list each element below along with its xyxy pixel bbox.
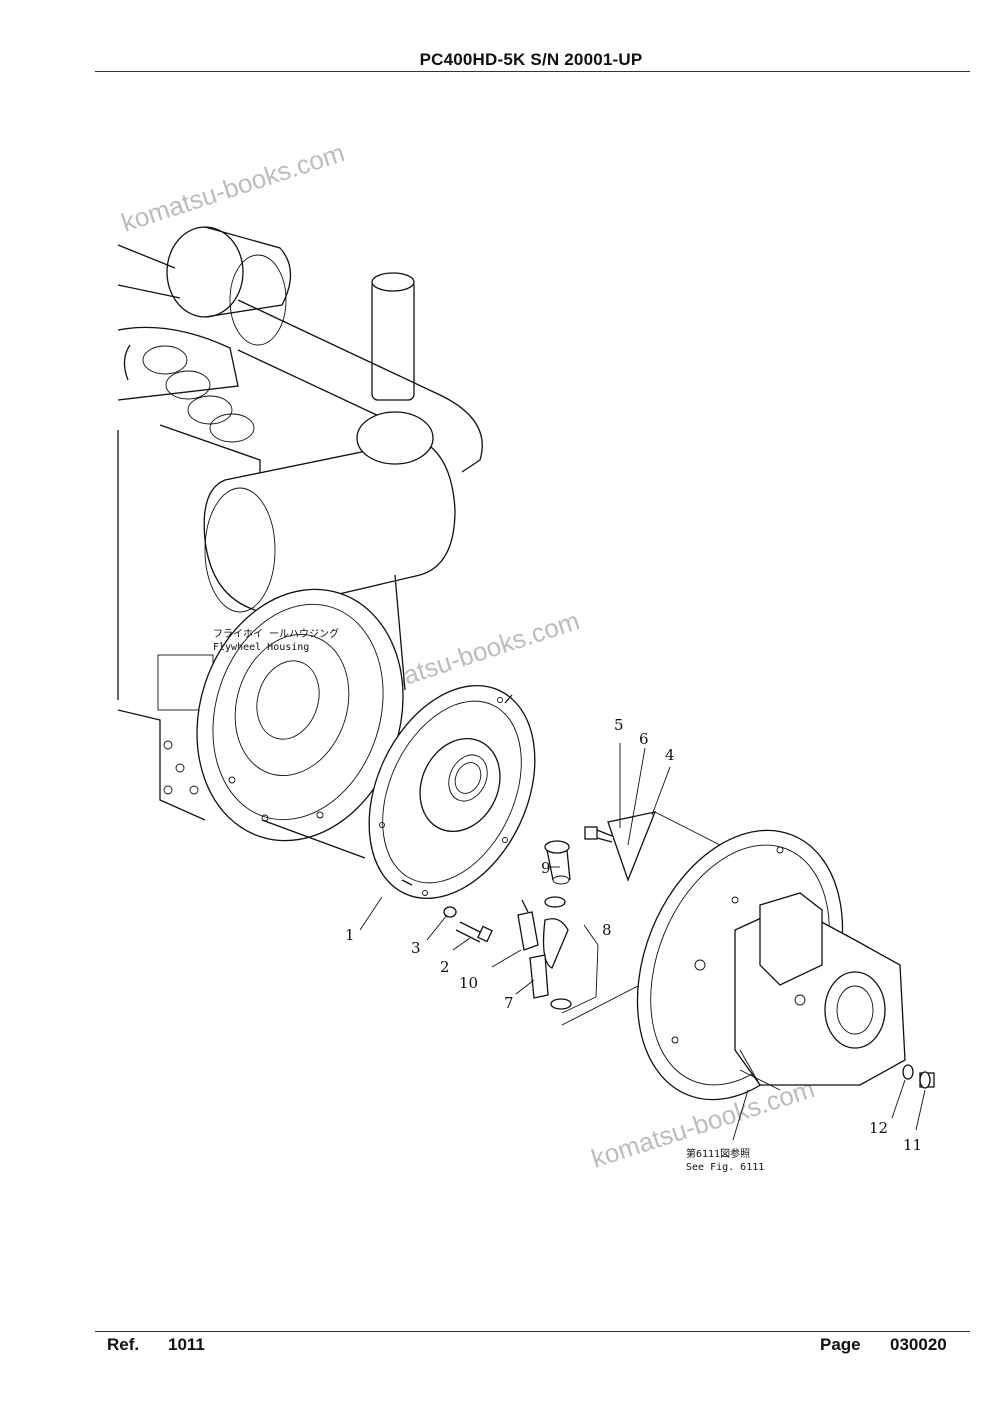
ref-label: Ref. bbox=[107, 1335, 140, 1354]
page-label: Page bbox=[820, 1335, 861, 1354]
watermark-top: komatsu-books.com bbox=[118, 137, 349, 237]
page-number: 030020 bbox=[890, 1335, 947, 1354]
bolt-5 bbox=[584, 826, 613, 843]
pipe-7 bbox=[529, 954, 549, 999]
callout-8: 8 bbox=[602, 921, 612, 939]
connector-10 bbox=[517, 899, 539, 951]
washer-3 bbox=[443, 906, 457, 918]
damper-disc bbox=[368, 685, 536, 899]
joint-bolt-9 bbox=[544, 840, 571, 885]
flywheel-housing-label: Flywheel Housing bbox=[213, 642, 309, 653]
hose-fitting-8 bbox=[542, 918, 569, 969]
see-fig-jp-note: 第6111図参照 bbox=[686, 1147, 750, 1160]
callout-10: 10 bbox=[459, 974, 478, 992]
ref-number: 1011 bbox=[168, 1335, 205, 1354]
footer-divider bbox=[95, 1331, 970, 1332]
callout-4: 4 bbox=[665, 746, 675, 764]
flywheel-housing-jp-label: フライホイ ールハウジング bbox=[213, 627, 339, 640]
cover-4 bbox=[607, 811, 657, 882]
see-fig-note: See Fig. 6111 bbox=[686, 1162, 764, 1173]
gasket-upper bbox=[544, 896, 566, 908]
callout-11: 11 bbox=[903, 1136, 922, 1154]
callout-6: 6 bbox=[639, 730, 649, 748]
hydraulic-pump bbox=[636, 811, 906, 1101]
callout-12: 12 bbox=[869, 1119, 888, 1137]
engine-assembly bbox=[117, 226, 483, 821]
callout-9: 9 bbox=[541, 859, 551, 877]
page-title: PC400HD-5K S/N 20001-UP bbox=[419, 50, 643, 69]
bolt-2 bbox=[455, 921, 493, 943]
gasket-lower bbox=[550, 998, 572, 1010]
callout-7: 7 bbox=[504, 994, 514, 1012]
callout-1: 1 bbox=[345, 926, 355, 944]
callout-2: 2 bbox=[440, 958, 450, 976]
o-ring-12 bbox=[902, 1064, 914, 1080]
plug-11 bbox=[919, 1071, 935, 1089]
header-divider bbox=[95, 71, 970, 72]
leader-lines bbox=[359, 743, 926, 1141]
callout-3: 3 bbox=[411, 939, 421, 957]
callout-5: 5 bbox=[614, 716, 624, 734]
